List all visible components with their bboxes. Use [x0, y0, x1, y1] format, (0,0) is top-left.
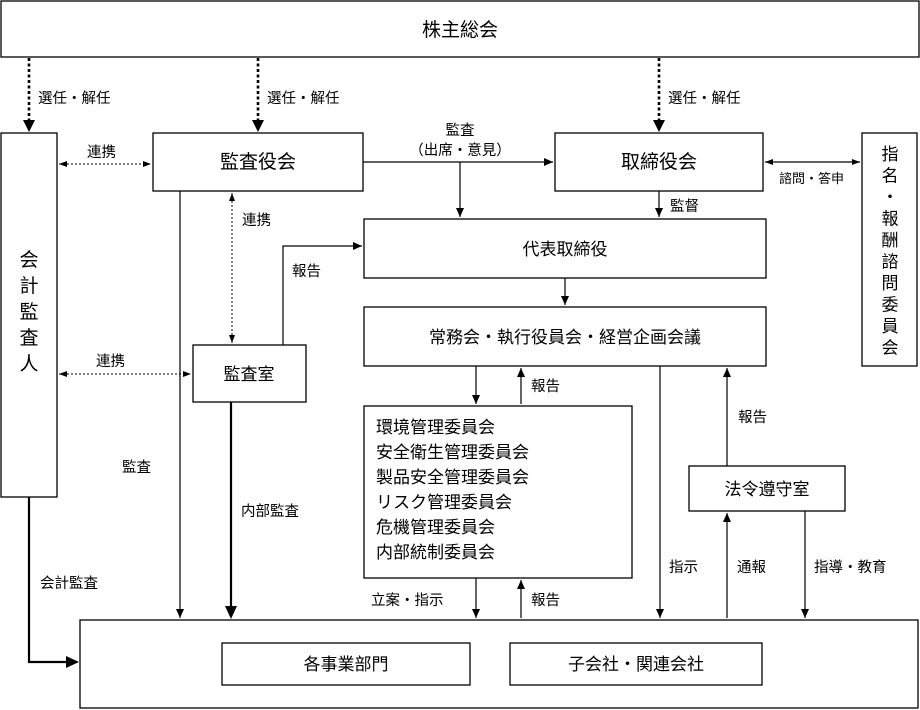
report-arrow-audit-office [282, 242, 362, 345]
audit-top-label: 監査 [446, 122, 475, 139]
appoint-arrowhead [653, 120, 665, 132]
committee-item: リスク管理委員会 [376, 493, 512, 513]
board-box: 取締役会 [554, 132, 764, 192]
representative-box: 代表取締役 [363, 218, 767, 279]
consult-label: 諮問・答申 [779, 171, 844, 187]
guidance-label: 指導・教育 [814, 559, 887, 576]
committee-item: 内部統制委員会 [376, 543, 495, 563]
shareholders-label: 株主総会 [422, 19, 498, 41]
accounting-audit-arrow [27, 497, 68, 664]
cooperation-label: 連携 [242, 212, 271, 229]
accounting-auditor-label: 会計監査人 [19, 249, 38, 375]
audit-top-sublabel: （出席・意見） [409, 141, 511, 159]
board-label: 取締役会 [621, 151, 697, 173]
audit-board-label: 監査役会 [220, 151, 296, 173]
committee-item: 製品安全管理委員会 [376, 468, 529, 488]
representative-label: 代表取締役 [523, 240, 608, 260]
operations-box [79, 619, 919, 709]
appoint-arrowhead [23, 120, 35, 132]
cooperation-label: 連携 [87, 144, 116, 161]
compliance-office-box: 法令遵守室 [688, 465, 846, 512]
internal-audit-arrowhead [225, 606, 237, 619]
shareholders-box: 株主総会 [0, 0, 920, 58]
accounting-audit-arrowhead [66, 656, 79, 668]
audit-left-label: 監査 [122, 459, 151, 476]
audit-office-box: 監査室 [192, 344, 307, 403]
report-label: 報告 [738, 409, 767, 426]
report-label: 報告 [531, 378, 560, 395]
audit-office-label: 監査室 [224, 365, 275, 385]
nomination-committee-box: 指名・報酬諮問委員会 [861, 132, 918, 367]
subsidiaries-box: 子会社・関連会社 [509, 642, 763, 686]
cooperation-label: 連携 [96, 353, 125, 370]
supervise-label: 監督 [670, 198, 699, 215]
internal-audit-label: 内部監査 [241, 503, 299, 520]
committee-item: 安全衛生管理委員会 [376, 443, 529, 463]
plan-instruct-label: 立案・指示 [371, 591, 444, 609]
business-divisions-label: 各事業部門 [304, 655, 389, 675]
appoint-label: 選任・解任 [668, 90, 741, 107]
compliance-office-label: 法令遵守室 [725, 480, 810, 500]
appoint-label: 選任・解任 [38, 90, 111, 107]
business-divisions-box: 各事業部門 [221, 642, 471, 686]
audit-board-box: 監査役会 [152, 132, 364, 192]
committee-item: 環境管理委員会 [376, 418, 495, 438]
report-label: 報告 [531, 592, 560, 609]
subsidiaries-label: 子会社・関連会社 [568, 655, 704, 675]
management-meeting-box: 常務会・執行役員会・経営企画会議 [363, 306, 767, 367]
nomination-committee-label: 指名・報酬諮問委員会 [882, 145, 899, 359]
accounting-auditor-box: 会計監査人 [0, 132, 58, 498]
whistleblow-label: 通報 [737, 559, 766, 576]
committees-box: 環境管理委員会 安全衛生管理委員会 製品安全管理委員会 リスク管理委員会 危機管… [363, 405, 633, 579]
instruct-label: 指示 [669, 559, 698, 576]
accounting-audit-label: 会計監査 [40, 575, 98, 592]
report-label: 報告 [292, 263, 321, 280]
committee-item: 危機管理委員会 [376, 518, 495, 538]
management-meeting-label: 常務会・執行役員会・経営企画会議 [429, 328, 701, 348]
appoint-label: 選任・解任 [267, 90, 340, 107]
appoint-arrowhead [252, 120, 264, 132]
